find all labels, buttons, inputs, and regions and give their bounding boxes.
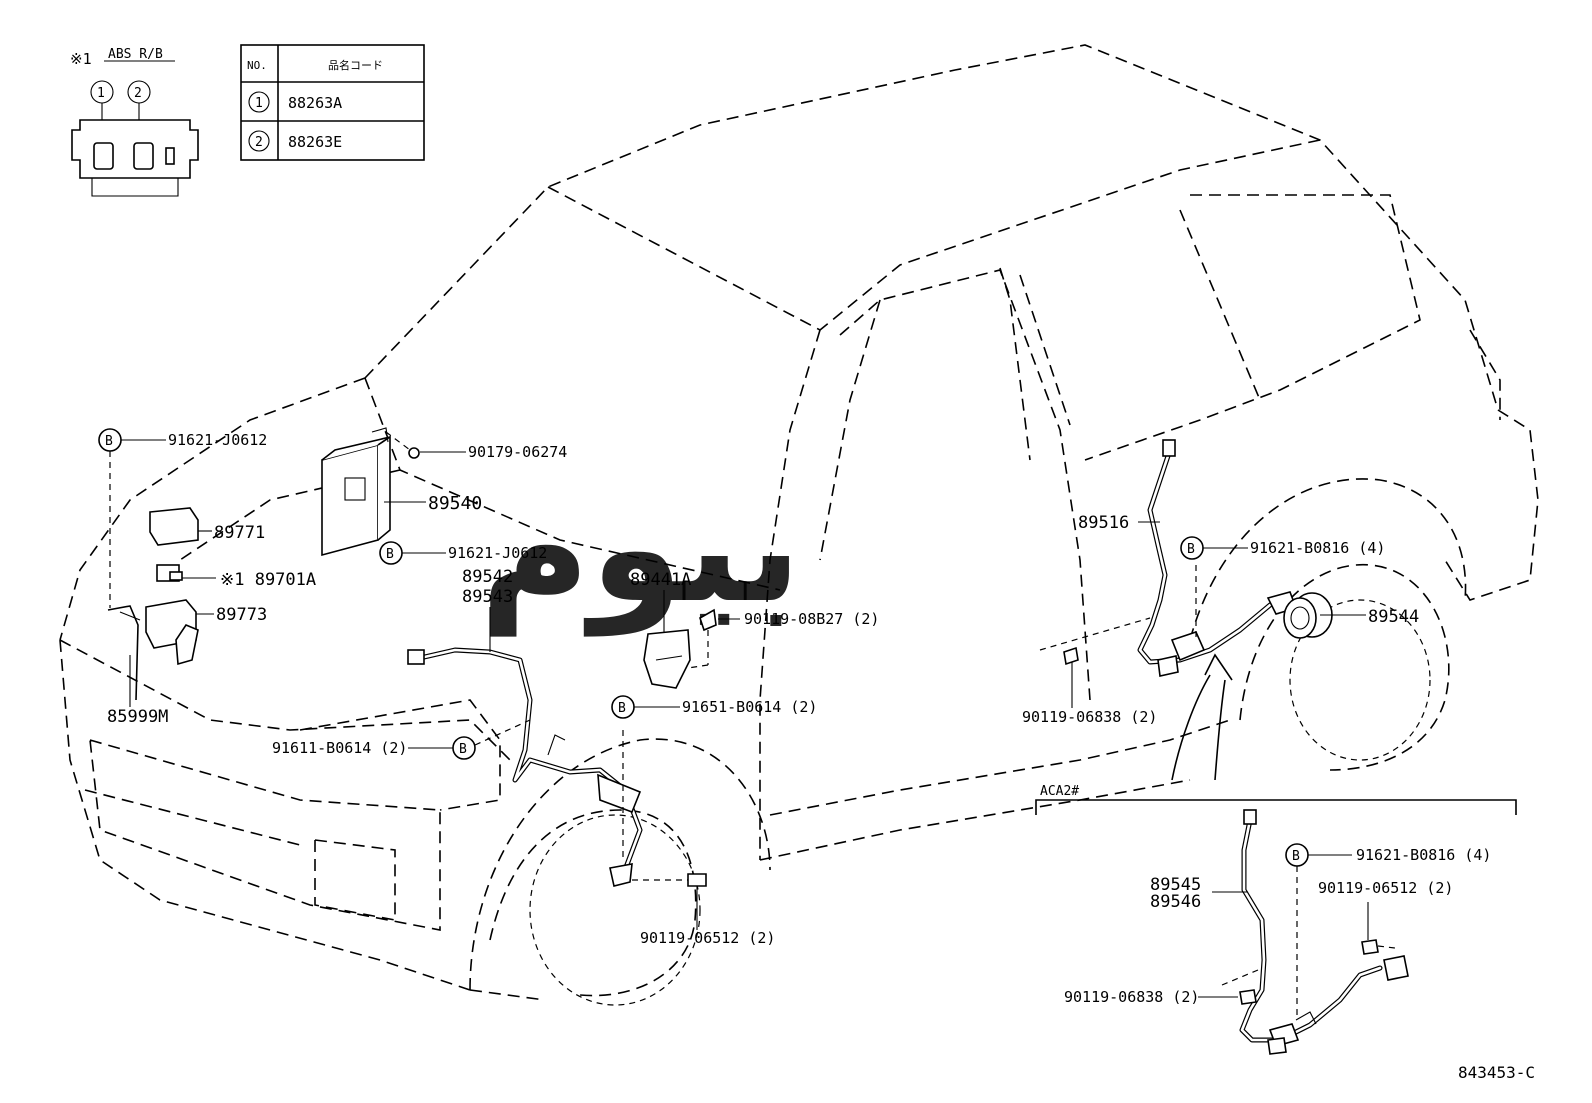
part-label: 91621-J0612 xyxy=(448,544,547,562)
diagram-id: 843453-C xyxy=(1458,1063,1535,1082)
b-marker: B xyxy=(1292,849,1300,864)
part-label: 85999M xyxy=(107,707,168,727)
b-marker: B xyxy=(618,701,626,716)
bracket-89441A xyxy=(643,608,717,689)
part-label: 89544 xyxy=(1368,607,1419,627)
aca2-inset: ACA2# 91621-B0816 (4) 90119-06512 (2) 89… xyxy=(1035,784,1517,1055)
vehicle-body-outline xyxy=(59,44,1539,1006)
b-marker: B xyxy=(1187,542,1195,557)
leader-lines xyxy=(109,439,1366,930)
watermark: بيوم xyxy=(480,462,802,637)
table-row-code: 88263A xyxy=(288,94,342,112)
part-label: 89773 xyxy=(216,605,267,625)
b-marker: B xyxy=(386,547,394,562)
part-label: 89542 xyxy=(462,567,513,587)
part-label: 89543 xyxy=(462,587,513,607)
part-label: ※1 89701A xyxy=(220,570,316,590)
sensor-rotor-89544 xyxy=(1283,592,1333,639)
b-marker: B xyxy=(105,434,113,449)
note-label: ※1 xyxy=(70,50,92,68)
part-label: 91621-B0816 (4) xyxy=(1250,539,1385,557)
note-title: ABS R/B xyxy=(108,47,163,62)
part-label: 91611-B0614 (2) xyxy=(272,739,407,757)
inset-title: ACA2# xyxy=(1040,784,1079,799)
table-row-no: 1 xyxy=(255,96,263,111)
callout-b-markers: B B B B B B xyxy=(98,428,1309,867)
b-marker: B xyxy=(459,742,467,757)
part-code-table: NO. 品名コード 1 88263A 2 88263E xyxy=(240,44,425,161)
pin-2-marker: 2 xyxy=(134,86,142,101)
part-label: 89545 xyxy=(1150,875,1201,895)
part-label: 90119-08B27 (2) xyxy=(744,610,879,628)
callout-labels: 91621-J0612 90179-06274 89540 91621-J061… xyxy=(107,431,1419,947)
nut-icon xyxy=(408,447,420,459)
part-label: 89516 xyxy=(1078,513,1129,533)
table-header-code: 品名コード xyxy=(328,58,383,72)
relay-parts xyxy=(107,507,199,701)
part-label: 90119-06512 (2) xyxy=(1318,879,1453,897)
part-label: 91621-J0612 xyxy=(168,431,267,449)
ecu-89540 xyxy=(321,427,420,557)
table-header-no: NO. xyxy=(247,59,267,72)
abs-relay-block-sketch: ※1 ABS R/B 1 2 xyxy=(70,47,199,197)
pin-1-marker: 1 xyxy=(97,86,105,101)
part-label: 89441A xyxy=(630,570,691,590)
part-label: 90119-06512 (2) xyxy=(640,929,775,947)
part-label: 90179-06274 xyxy=(468,443,567,461)
part-label: 89540 xyxy=(428,493,482,514)
rear-sensor-harness xyxy=(1039,439,1298,781)
part-label: 89546 xyxy=(1150,892,1201,912)
part-label: 89771 xyxy=(214,523,265,543)
table-row-no: 2 xyxy=(255,135,263,150)
part-label: 90119-06838 (2) xyxy=(1064,988,1199,1006)
part-label: 91621-B0816 (4) xyxy=(1356,846,1491,864)
part-label: 91651-B0614 (2) xyxy=(682,698,817,716)
part-label: 90119-06838 (2) xyxy=(1022,708,1157,726)
table-row-code: 88263E xyxy=(288,133,342,151)
